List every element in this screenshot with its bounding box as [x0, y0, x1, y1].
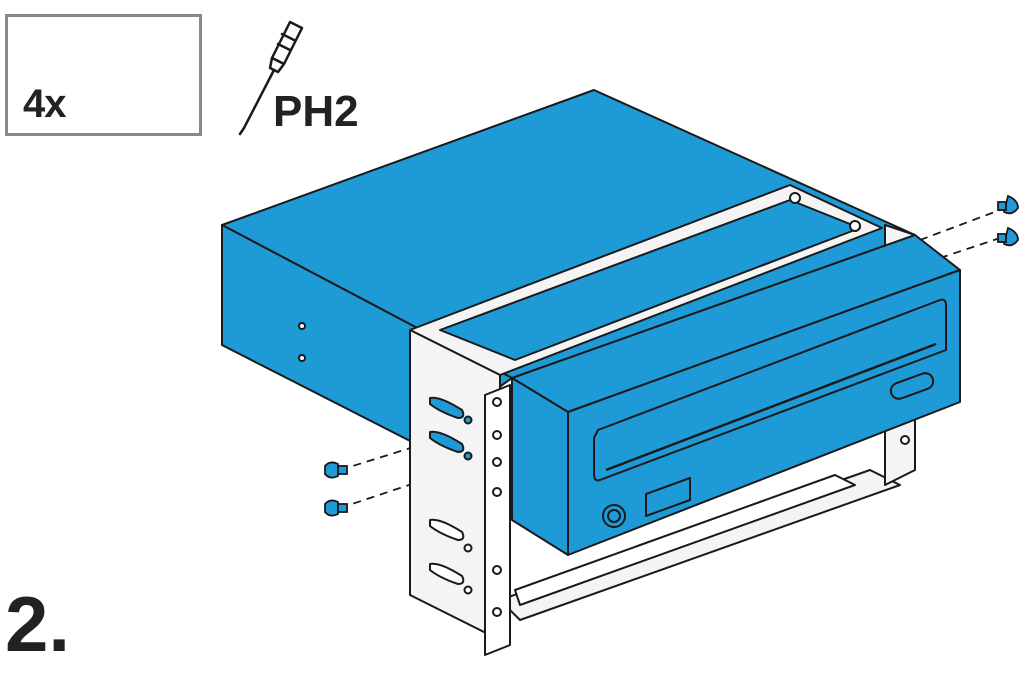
drive-bezel	[298, 234, 961, 556]
screw-guide-lines	[339, 209, 1001, 509]
parts-box	[5, 14, 202, 136]
screw-right-bottom	[997, 226, 1019, 247]
screw-quantity: 4x	[23, 82, 66, 126]
tool-label: PH2	[273, 87, 359, 136]
screw-left-top	[324, 461, 348, 479]
step-number: 2.	[5, 580, 71, 668]
drive-cage	[409, 184, 916, 656]
screw-right-top	[997, 194, 1019, 215]
screw-left-bottom	[324, 499, 348, 517]
screwdriver-icon	[238, 20, 304, 136]
